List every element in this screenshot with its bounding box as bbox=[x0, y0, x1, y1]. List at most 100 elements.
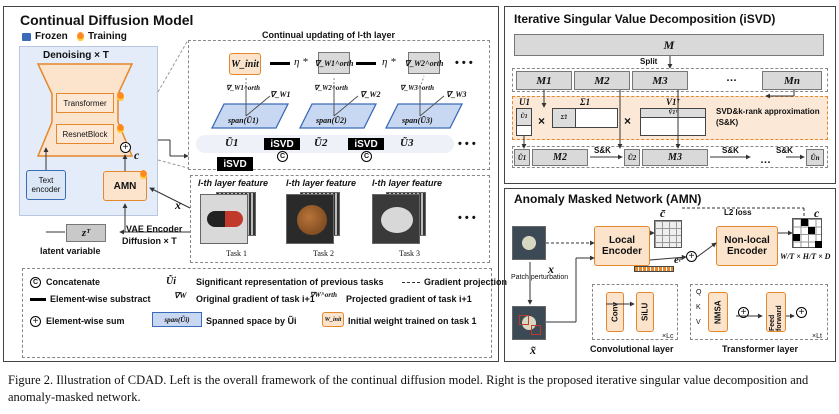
grad-raw-3: ∇_W3 bbox=[446, 90, 467, 99]
isvd-pill-2: iSVD bbox=[348, 138, 384, 150]
nonlocal-encoder: Non-local Encoder bbox=[716, 226, 778, 266]
left-panel bbox=[3, 6, 499, 362]
ep-bar bbox=[634, 266, 674, 272]
latent-label: latent variable bbox=[40, 246, 101, 256]
trans-layer-region bbox=[690, 284, 828, 340]
span-1: span(Ũ1) bbox=[228, 116, 259, 125]
legend-nabla-worth: ∇W^orth bbox=[310, 291, 337, 299]
continual-region bbox=[188, 40, 490, 170]
legend-spanned: Spanned space by Ũi bbox=[206, 316, 297, 326]
grad-raw-2: ∇_W2 bbox=[360, 90, 381, 99]
sub-legend-icon bbox=[30, 298, 46, 301]
isvd-panel bbox=[504, 6, 836, 184]
amn-xt: x̃ bbox=[530, 343, 536, 357]
input-image-xt bbox=[512, 306, 546, 340]
latent-box: zᵀ bbox=[66, 224, 106, 242]
legend-nabla-w: ∇W bbox=[174, 291, 187, 300]
task-3-label: Task 3 bbox=[399, 249, 420, 258]
isvd-pill-1: iSVD bbox=[264, 138, 300, 150]
grad-w1-box: ∇_W1^orth bbox=[315, 52, 353, 74]
times-2: × bbox=[624, 114, 632, 128]
sk-1: S&K bbox=[594, 146, 611, 155]
row-un: Ũn bbox=[806, 149, 824, 166]
conv-layer-label: Convolutional layer bbox=[590, 344, 674, 354]
sk-2: S&K bbox=[722, 146, 739, 155]
feature-region bbox=[190, 175, 490, 263]
eta-1: η * bbox=[294, 56, 308, 68]
row-m2: M2 bbox=[532, 149, 588, 166]
q-label: Q bbox=[696, 289, 702, 296]
text-encoder: Text encoder bbox=[26, 170, 66, 200]
vae-label: VAE Encoder bbox=[126, 224, 183, 234]
span-3: span(Ũ3) bbox=[402, 116, 433, 125]
m3-box: M3 bbox=[632, 71, 688, 90]
legend-region bbox=[22, 268, 492, 358]
u1-label: U1 bbox=[519, 97, 530, 107]
winit-legend-icon: W_init bbox=[322, 312, 344, 327]
x-label: x bbox=[175, 198, 181, 212]
span-legend-icon: span(Ũi) bbox=[152, 312, 202, 327]
amn-arrows bbox=[527, 207, 805, 323]
trans-sum-2: + bbox=[796, 307, 807, 318]
legend-gradproj: Gradient projection bbox=[424, 277, 508, 287]
concat-legend-icon: C bbox=[30, 277, 41, 288]
legend-elem-sub: Element-wise substract bbox=[50, 294, 151, 304]
dims-label: W/T × H/T × D bbox=[780, 252, 831, 261]
task-1-label: Task 1 bbox=[226, 249, 247, 258]
dashed-arrow-icon bbox=[402, 282, 420, 283]
grad-orth-1: ∇_W1^orth bbox=[226, 84, 260, 92]
u-1: Ũ1 bbox=[225, 137, 239, 149]
task-2-label: Task 2 bbox=[313, 249, 334, 258]
grad-raw-1: ∇_W1 bbox=[270, 90, 291, 99]
left-title: Continual Diffusion Model bbox=[20, 12, 194, 28]
m2-box: M2 bbox=[574, 71, 630, 90]
sk-row bbox=[512, 146, 828, 168]
u-row-bar bbox=[196, 135, 454, 153]
legend-init-weight: Initial weight trained on task 1 bbox=[348, 316, 477, 326]
dots-task: • • • bbox=[458, 212, 476, 224]
transformer-block: Transformer bbox=[56, 93, 114, 113]
grad-w2-box: ∇_W2^orth bbox=[405, 52, 443, 74]
row-u2: Ũ2 bbox=[624, 149, 640, 166]
u-2: Ũ2 bbox=[314, 137, 328, 149]
k-label: K bbox=[696, 304, 701, 311]
sum-legend-icon: + bbox=[30, 316, 41, 327]
resnet-block: ResnetBlock bbox=[56, 124, 114, 144]
local-encoder: Local Encoder bbox=[594, 226, 650, 266]
amn-x: x bbox=[548, 262, 554, 276]
cbar-label: c̄ bbox=[660, 206, 666, 220]
c-out-label: c bbox=[814, 206, 820, 220]
amn-title: Anomaly Masked Network (AMN) bbox=[514, 192, 702, 206]
m-bar: M bbox=[514, 34, 824, 56]
frozen-label: Frozen bbox=[35, 31, 68, 42]
lt-label: ×Lt bbox=[812, 333, 822, 340]
u1-trunc: Ũ1 bbox=[516, 108, 532, 126]
denoising-label: Denoising × T bbox=[43, 50, 109, 61]
task2-image bbox=[286, 194, 334, 244]
concat-icon-2: C bbox=[361, 151, 372, 162]
legend-elem-sum: Element-wise sum bbox=[46, 316, 125, 326]
trans-sum-1: + bbox=[738, 307, 749, 318]
mn-box: Mn bbox=[762, 71, 822, 90]
grad-orth-3: ∇_W3^orth bbox=[400, 84, 434, 92]
conv-layer-region bbox=[592, 284, 678, 340]
isvd-dots: … bbox=[726, 72, 737, 84]
zoom-lines bbox=[157, 39, 189, 169]
times-1: × bbox=[538, 114, 546, 128]
row-u1: Ũ1 bbox=[514, 149, 530, 166]
isvd-title: Iterative Singular Value Decomposition (… bbox=[514, 12, 776, 26]
ep-label: eᵖ bbox=[674, 254, 683, 266]
amn-box: AMN bbox=[103, 171, 147, 201]
u-3: Ũ3 bbox=[400, 137, 414, 149]
m1-box: M1 bbox=[516, 71, 572, 90]
fire-icon bbox=[77, 32, 84, 41]
dots-top: • • • bbox=[455, 57, 473, 69]
v1t-label: V1ᵀ bbox=[666, 97, 680, 107]
span-planes bbox=[210, 75, 464, 129]
fire-icon-resnet bbox=[117, 124, 124, 133]
dots-u: • • • bbox=[458, 138, 476, 150]
continual-title: Continual updating of l-th layer bbox=[262, 30, 395, 40]
v-label: V bbox=[696, 319, 701, 326]
legend-proj-grad: Projected gradient of task i+1 bbox=[346, 294, 472, 304]
input-image-x bbox=[512, 226, 546, 260]
